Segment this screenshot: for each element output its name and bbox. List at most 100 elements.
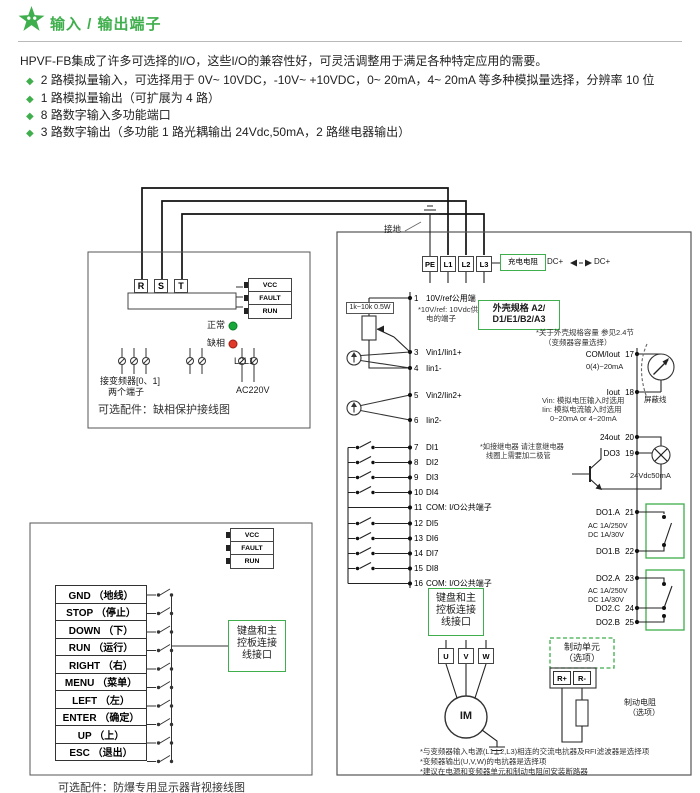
- connector-line: 控板连接: [436, 604, 476, 616]
- terminal-number: 6: [414, 415, 419, 425]
- connector-line: 线接口: [441, 616, 471, 628]
- enclosure-note-line1: *关于外壳规格容量 参见2.4节: [536, 328, 634, 337]
- key-row: MENU （菜单）: [55, 672, 147, 691]
- terminal-u: U: [438, 648, 454, 664]
- terminal-label: DI4: [426, 488, 439, 497]
- status-fault: FAULT: [244, 292, 291, 305]
- pot-wiper-arrow: [377, 325, 384, 333]
- motor-label: IM: [459, 710, 473, 722]
- terminal-row-analog: 6 Iin2-: [412, 413, 442, 427]
- phase-status-box: VCC FAULT RUN: [244, 278, 292, 319]
- status-vcc: VCC: [226, 529, 273, 542]
- page-title: 输入 / 输出端子: [50, 16, 162, 33]
- terminal-r-plus: R+: [553, 671, 571, 685]
- terminal-label: Iout: [606, 387, 620, 397]
- analog-range-label: 0(4)~20mA: [586, 362, 624, 371]
- terminal-number: 18: [625, 387, 634, 397]
- display-box-caption: 可选配件：防爆专用显示器背视接线图: [58, 782, 245, 793]
- bullet-text: 2 路模拟量输入，可选择用于 0V~ 10VDC，-10V~ +10VDC，0~…: [40, 73, 655, 87]
- feature-bullet: ◆8 路数字输入多功能端口: [26, 106, 171, 123]
- terminal-number: 9: [414, 473, 419, 482]
- feature-bullet: ◆3 路数字输出（多功能 1 路光耦输出 24Vdc,50mA，2 路继电器输出…: [26, 123, 410, 140]
- do2-rating-line2: DC 1A/30V: [588, 595, 624, 604]
- terminal-label: DI2: [426, 458, 439, 467]
- terminal-w: W: [478, 648, 494, 664]
- terminal-pe: PE: [422, 256, 438, 272]
- terminal-number: 25: [625, 617, 634, 627]
- terminal-row-output: Iout 18: [566, 387, 634, 397]
- terminal-label: DO2.C: [595, 603, 620, 613]
- terminal-label: DI8: [426, 564, 439, 573]
- terminal-number: 13: [414, 534, 423, 543]
- display-connector-box: 键盘和主 控板连接 线接口: [228, 620, 286, 672]
- enclosure-line: D1/E1/B2/A3: [492, 313, 546, 324]
- terminal-v: V: [458, 648, 474, 664]
- source2-arrow: [351, 402, 357, 407]
- intro-text: HPVF-FB集成了许多可选择的I/O，这些I/O的兼容性好，可灵活调整用于满足…: [20, 54, 548, 68]
- terminal-number: 8: [414, 458, 419, 467]
- pot-rating-label: 1k~10k 0.5W: [346, 302, 394, 314]
- terminal-r-minus: R-: [573, 671, 591, 685]
- bullet-text: 3 路数字输出（多功能 1 路光耦输出 24Vdc,50mA，2 路继电器输出）: [40, 125, 411, 139]
- brake-resistor-line1: 制动电阻: [624, 698, 656, 707]
- terminal-label: COM: I/O公共端子: [426, 503, 492, 512]
- phase-box-caption: 可选配件：缺相保护接线图: [98, 404, 230, 416]
- l2l1-label: L2L1: [234, 356, 255, 366]
- key-row: RIGHT （右）: [55, 655, 147, 674]
- feature-bullet: ◆2 路模拟量输入，可选择用于 0V~ 10VDC，-10V~ +10VDC，0…: [26, 71, 655, 88]
- terminal-label: DI7: [426, 549, 439, 558]
- terminal-number: 10: [414, 488, 423, 497]
- terminal-number: 14: [414, 549, 423, 558]
- terminal-number: 3: [414, 347, 419, 357]
- dc-arrow-left: [570, 259, 577, 267]
- relay-note-line1: *如接继电器 请注意继电器: [480, 442, 564, 451]
- bullet-text: 1 路模拟量输出（可扩展为 4 路）: [40, 91, 221, 105]
- terminal-number: 17: [625, 349, 634, 359]
- terminal-l1: L1: [440, 256, 456, 272]
- status-run: RUN: [226, 555, 273, 568]
- lamp-rating-label: 24Vdc50mA: [630, 471, 671, 480]
- terminal-number: 7: [414, 443, 419, 452]
- led-phase-loss: [228, 339, 238, 349]
- led-normal-label: 正常: [207, 320, 226, 330]
- key-row: LEFT （左）: [55, 690, 147, 709]
- terminal-row-analog: 5 Vin2/Iin2+: [412, 388, 462, 402]
- terminal-number: 21: [625, 507, 634, 517]
- diamond-bullet-icon: ◆: [26, 111, 34, 122]
- ground-label: 接地: [384, 224, 402, 234]
- connector-line: 键盘和主: [237, 626, 277, 637]
- transistor-emitter-arrow: [595, 483, 602, 490]
- vin-note-line1: Vin: 模拟电压输入时选用: [542, 396, 625, 405]
- terminal-s: S: [154, 279, 168, 293]
- keypad-terminal-list: GND （地线） STOP （停止） DOWN （下） RUN （运行） RIG…: [55, 585, 147, 761]
- brake-resistor-line2: （选项）: [628, 708, 660, 717]
- key-row: GND （地线）: [55, 585, 147, 604]
- terminal-label: Vin1/Iin1+: [426, 347, 462, 357]
- terminal-t: T: [174, 279, 188, 293]
- do2-rating-line1: AC 1A/250V: [588, 586, 628, 595]
- key-row: ESC （退出）: [55, 742, 147, 761]
- terminal-label: DI1: [426, 443, 439, 452]
- terminal-label: Vin2/Iin2+: [426, 390, 462, 400]
- terminal-r: R: [134, 279, 148, 293]
- terminal-label: COM/Iout: [585, 349, 620, 359]
- terminal-row-digital: 8 DI2: [412, 455, 492, 470]
- terminal-number: 23: [625, 573, 634, 583]
- terminal-number: 4: [414, 363, 419, 373]
- star-icon: [18, 6, 45, 31]
- vin-note-line2: Iin: 模拟电流输入时选用: [542, 405, 622, 414]
- display-status-box: VCC FAULT RUN: [226, 528, 274, 569]
- ref-note-line2: 电的端子: [426, 314, 456, 323]
- brake-unit-line2: （选项）: [563, 653, 600, 663]
- enclosure-spec-box: 外壳规格 A2/ D1/E1/B2/A3: [478, 300, 560, 330]
- source1-arrow: [351, 352, 357, 357]
- status-vcc: VCC: [244, 279, 291, 292]
- terminal-label: DI6: [426, 534, 439, 543]
- phase-note-line2: 两个端子: [108, 387, 145, 397]
